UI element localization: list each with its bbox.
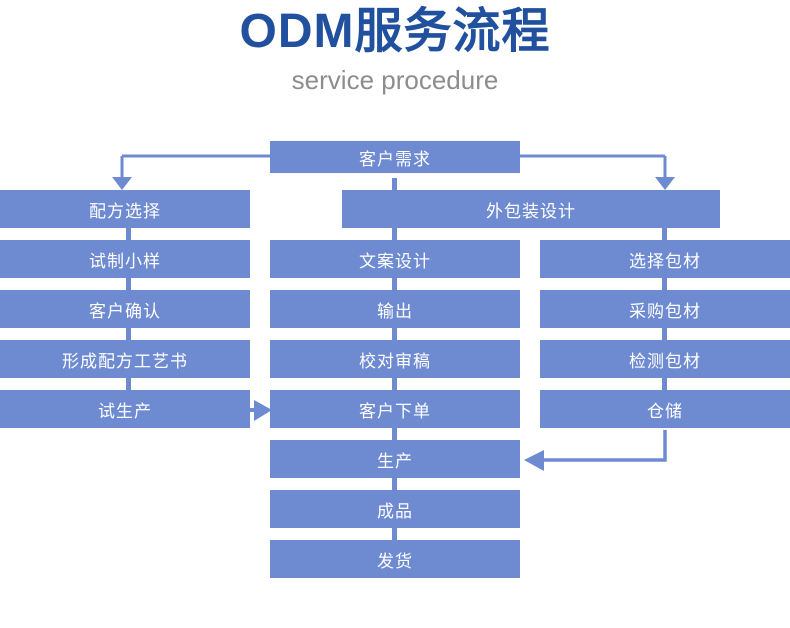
node-warehousing[interactable]: 仓储 [540, 390, 790, 428]
node-purchase-packaging[interactable]: 采购包材 [540, 290, 790, 328]
node-inspect-packaging[interactable]: 检测包材 [540, 340, 790, 378]
node-trial-sample[interactable]: 试制小样 [0, 240, 250, 278]
node-customer-demand[interactable]: 客户需求 [270, 141, 520, 173]
chart-header: ODM服务流程 service procedure [0, 0, 790, 94]
node-formula-document[interactable]: 形成配方工艺书 [0, 340, 250, 378]
node-output[interactable]: 输出 [270, 290, 520, 328]
node-package-design[interactable]: 外包装设计 [342, 190, 720, 228]
node-finished-product[interactable]: 成品 [270, 490, 520, 528]
node-customer-confirm[interactable]: 客户确认 [0, 290, 250, 328]
node-trial-production[interactable]: 试生产 [0, 390, 250, 428]
node-formula-selection[interactable]: 配方选择 [0, 190, 250, 228]
page-subtitle: service procedure [291, 64, 499, 95]
node-customer-order[interactable]: 客户下单 [270, 390, 520, 428]
page-title: ODM服务流程 [239, 5, 551, 58]
node-copy-design[interactable]: 文案设计 [270, 240, 520, 278]
node-select-packaging[interactable]: 选择包材 [540, 240, 790, 278]
node-proofreading[interactable]: 校对审稿 [270, 340, 520, 378]
node-shipment[interactable]: 发货 [270, 540, 520, 578]
node-production[interactable]: 生产 [270, 440, 520, 478]
